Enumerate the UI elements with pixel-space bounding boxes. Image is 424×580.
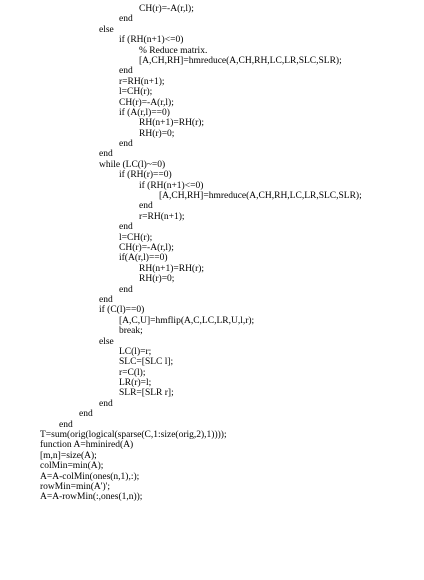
code-line-text: else: [99, 336, 114, 347]
code-line-text: CH(r)=-A(r,l);: [139, 4, 194, 14]
code-line: while (LC(l)~=0): [0, 160, 424, 170]
code-line: RH(r)=0;: [0, 274, 424, 284]
code-line-text: CH(r)=-A(r,l);: [119, 242, 174, 253]
code-line: [A,C,U]=hmflip(A,C,LC,LR,U,l,r);: [0, 316, 424, 326]
code-line-text: else: [99, 24, 114, 35]
code-line-text: rowMin=min(A')';: [40, 481, 110, 492]
code-line-text: if (A(r,l)==0): [119, 107, 170, 118]
code-line: if (C(l)==0): [0, 305, 424, 315]
code-line-text: RH(r)=0;: [139, 274, 175, 285]
code-line-text: CH(r)=-A(r,l);: [119, 97, 174, 108]
code-line-text: SLC=[SLC l];: [119, 357, 174, 368]
code-line-text: colMin=min(A);: [40, 461, 104, 472]
code-line: end: [0, 14, 424, 24]
code-line-text: [m,n]=size(A);: [40, 450, 97, 461]
code-line: if(A(r,l)==0): [0, 253, 424, 263]
code-line: r=C(l);: [0, 368, 424, 378]
code-line-text: RH(n+1)=RH(r);: [139, 263, 205, 274]
code-line: [A,CH,RH]=hmreduce(A,CH,RH,LC,LR,SLC,SLR…: [0, 191, 424, 201]
code-line: l=CH(r);: [0, 233, 424, 243]
code-line-text: l=CH(r);: [119, 87, 153, 98]
code-line-text: SLR=[SLR r];: [119, 388, 174, 399]
code-line: T=sum(orig(logical(sparse(C,1:size(orig,…: [0, 430, 424, 440]
code-line-text: if(A(r,l)==0): [119, 253, 168, 264]
code-line: end: [0, 399, 424, 409]
code-line: end: [0, 409, 424, 419]
code-line: LR(r)=l;: [0, 378, 424, 388]
code-line: LC(l)=r;: [0, 347, 424, 357]
code-line: r=RH(n+1);: [0, 212, 424, 222]
code-line: CH(r)=-A(r,l);: [0, 4, 424, 14]
code-line: if (A(r,l)==0): [0, 108, 424, 118]
code-line: end: [0, 285, 424, 295]
code-line-text: r=RH(n+1);: [139, 211, 185, 222]
code-line-text: if (RH(r)==0): [119, 170, 172, 181]
code-line-text: end: [99, 149, 113, 160]
code-line: [A,CH,RH]=hmreduce(A,CH,RH,LC,LR,SLC,SLR…: [0, 56, 424, 66]
code-line: RH(r)=0;: [0, 129, 424, 139]
code-line: break;: [0, 326, 424, 336]
code-line: RH(n+1)=RH(r);: [0, 264, 424, 274]
code-line-text: LR(r)=l;: [119, 378, 152, 389]
code-line-text: A=A-colMin(ones(n,1),:);: [40, 471, 140, 482]
code-line: CH(r)=-A(r,l);: [0, 98, 424, 108]
code-line-text: end: [119, 14, 133, 25]
code-line: end: [0, 295, 424, 305]
code-line: if (RH(n+1)<=0): [0, 35, 424, 45]
code-line: RH(n+1)=RH(r);: [0, 118, 424, 128]
code-line: CH(r)=-A(r,l);: [0, 243, 424, 253]
code-line-text: function A=hminired(A): [40, 440, 134, 451]
code-line: rowMin=min(A')';: [0, 482, 424, 492]
code-line: end: [0, 66, 424, 76]
code-line: SLR=[SLR r];: [0, 388, 424, 398]
code-line-text: r=RH(n+1);: [119, 76, 165, 87]
code-line-text: break;: [119, 326, 143, 337]
code-line-text: end: [139, 201, 153, 212]
code-line: [m,n]=size(A);: [0, 451, 424, 461]
code-line-text: end: [119, 222, 133, 233]
code-line: % Reduce matrix.: [0, 46, 424, 56]
code-line-text: while (LC(l)~=0): [99, 159, 166, 170]
code-line-text: end: [119, 139, 133, 150]
code-line: SLC=[SLC l];: [0, 357, 424, 367]
code-line: if (RH(r)==0): [0, 170, 424, 180]
code-line-text: LC(l)=r;: [119, 346, 152, 357]
code-line: if (RH(n+1)<=0): [0, 181, 424, 191]
code-line: else: [0, 25, 424, 35]
code-line: A=A-colMin(ones(n,1),:);: [0, 472, 424, 482]
code-line-text: end: [119, 66, 133, 77]
code-line-text: A=A-rowMin(:,ones(1,n));: [40, 492, 143, 503]
code-line-text: end: [59, 419, 73, 430]
code-line: A=A-rowMin(:,ones(1,n));: [0, 492, 424, 502]
code-line-text: RH(r)=0;: [139, 128, 175, 139]
code-line: end: [0, 149, 424, 159]
code-line-text: end: [79, 409, 93, 420]
code-line: else: [0, 337, 424, 347]
code-line: end: [0, 139, 424, 149]
code-line-text: T=sum(orig(logical(sparse(C,1:size(orig,…: [40, 430, 227, 441]
code-line: end: [0, 222, 424, 232]
code-line-text: r=C(l);: [119, 367, 146, 378]
code-line: colMin=min(A);: [0, 461, 424, 471]
code-line-text: % Reduce matrix.: [139, 45, 208, 56]
code-line-text: l=CH(r);: [119, 232, 153, 243]
code-line: end: [0, 420, 424, 430]
code-line-text: RH(n+1)=RH(r);: [139, 118, 205, 129]
code-line: function A=hminired(A): [0, 440, 424, 450]
code-line-text: end: [99, 398, 113, 409]
code-line: end: [0, 201, 424, 211]
code-line-text: if (C(l)==0): [99, 305, 145, 316]
code-line-text: if (RH(n+1)<=0): [139, 180, 204, 191]
code-line-text: [A,CH,RH]=hmreduce(A,CH,RH,LC,LR,SLC,SLR…: [139, 55, 342, 66]
code-line-text: end: [119, 284, 133, 295]
code-line-text: [A,C,U]=hmflip(A,C,LC,LR,U,l,r);: [119, 315, 255, 326]
code-line-text: [A,CH,RH]=hmreduce(A,CH,RH,LC,LR,SLC,SLR…: [159, 191, 362, 202]
code-line-text: if (RH(n+1)<=0): [119, 35, 184, 46]
code-line: l=CH(r);: [0, 87, 424, 97]
code-line-text: end: [99, 294, 113, 305]
code-line: r=RH(n+1);: [0, 77, 424, 87]
